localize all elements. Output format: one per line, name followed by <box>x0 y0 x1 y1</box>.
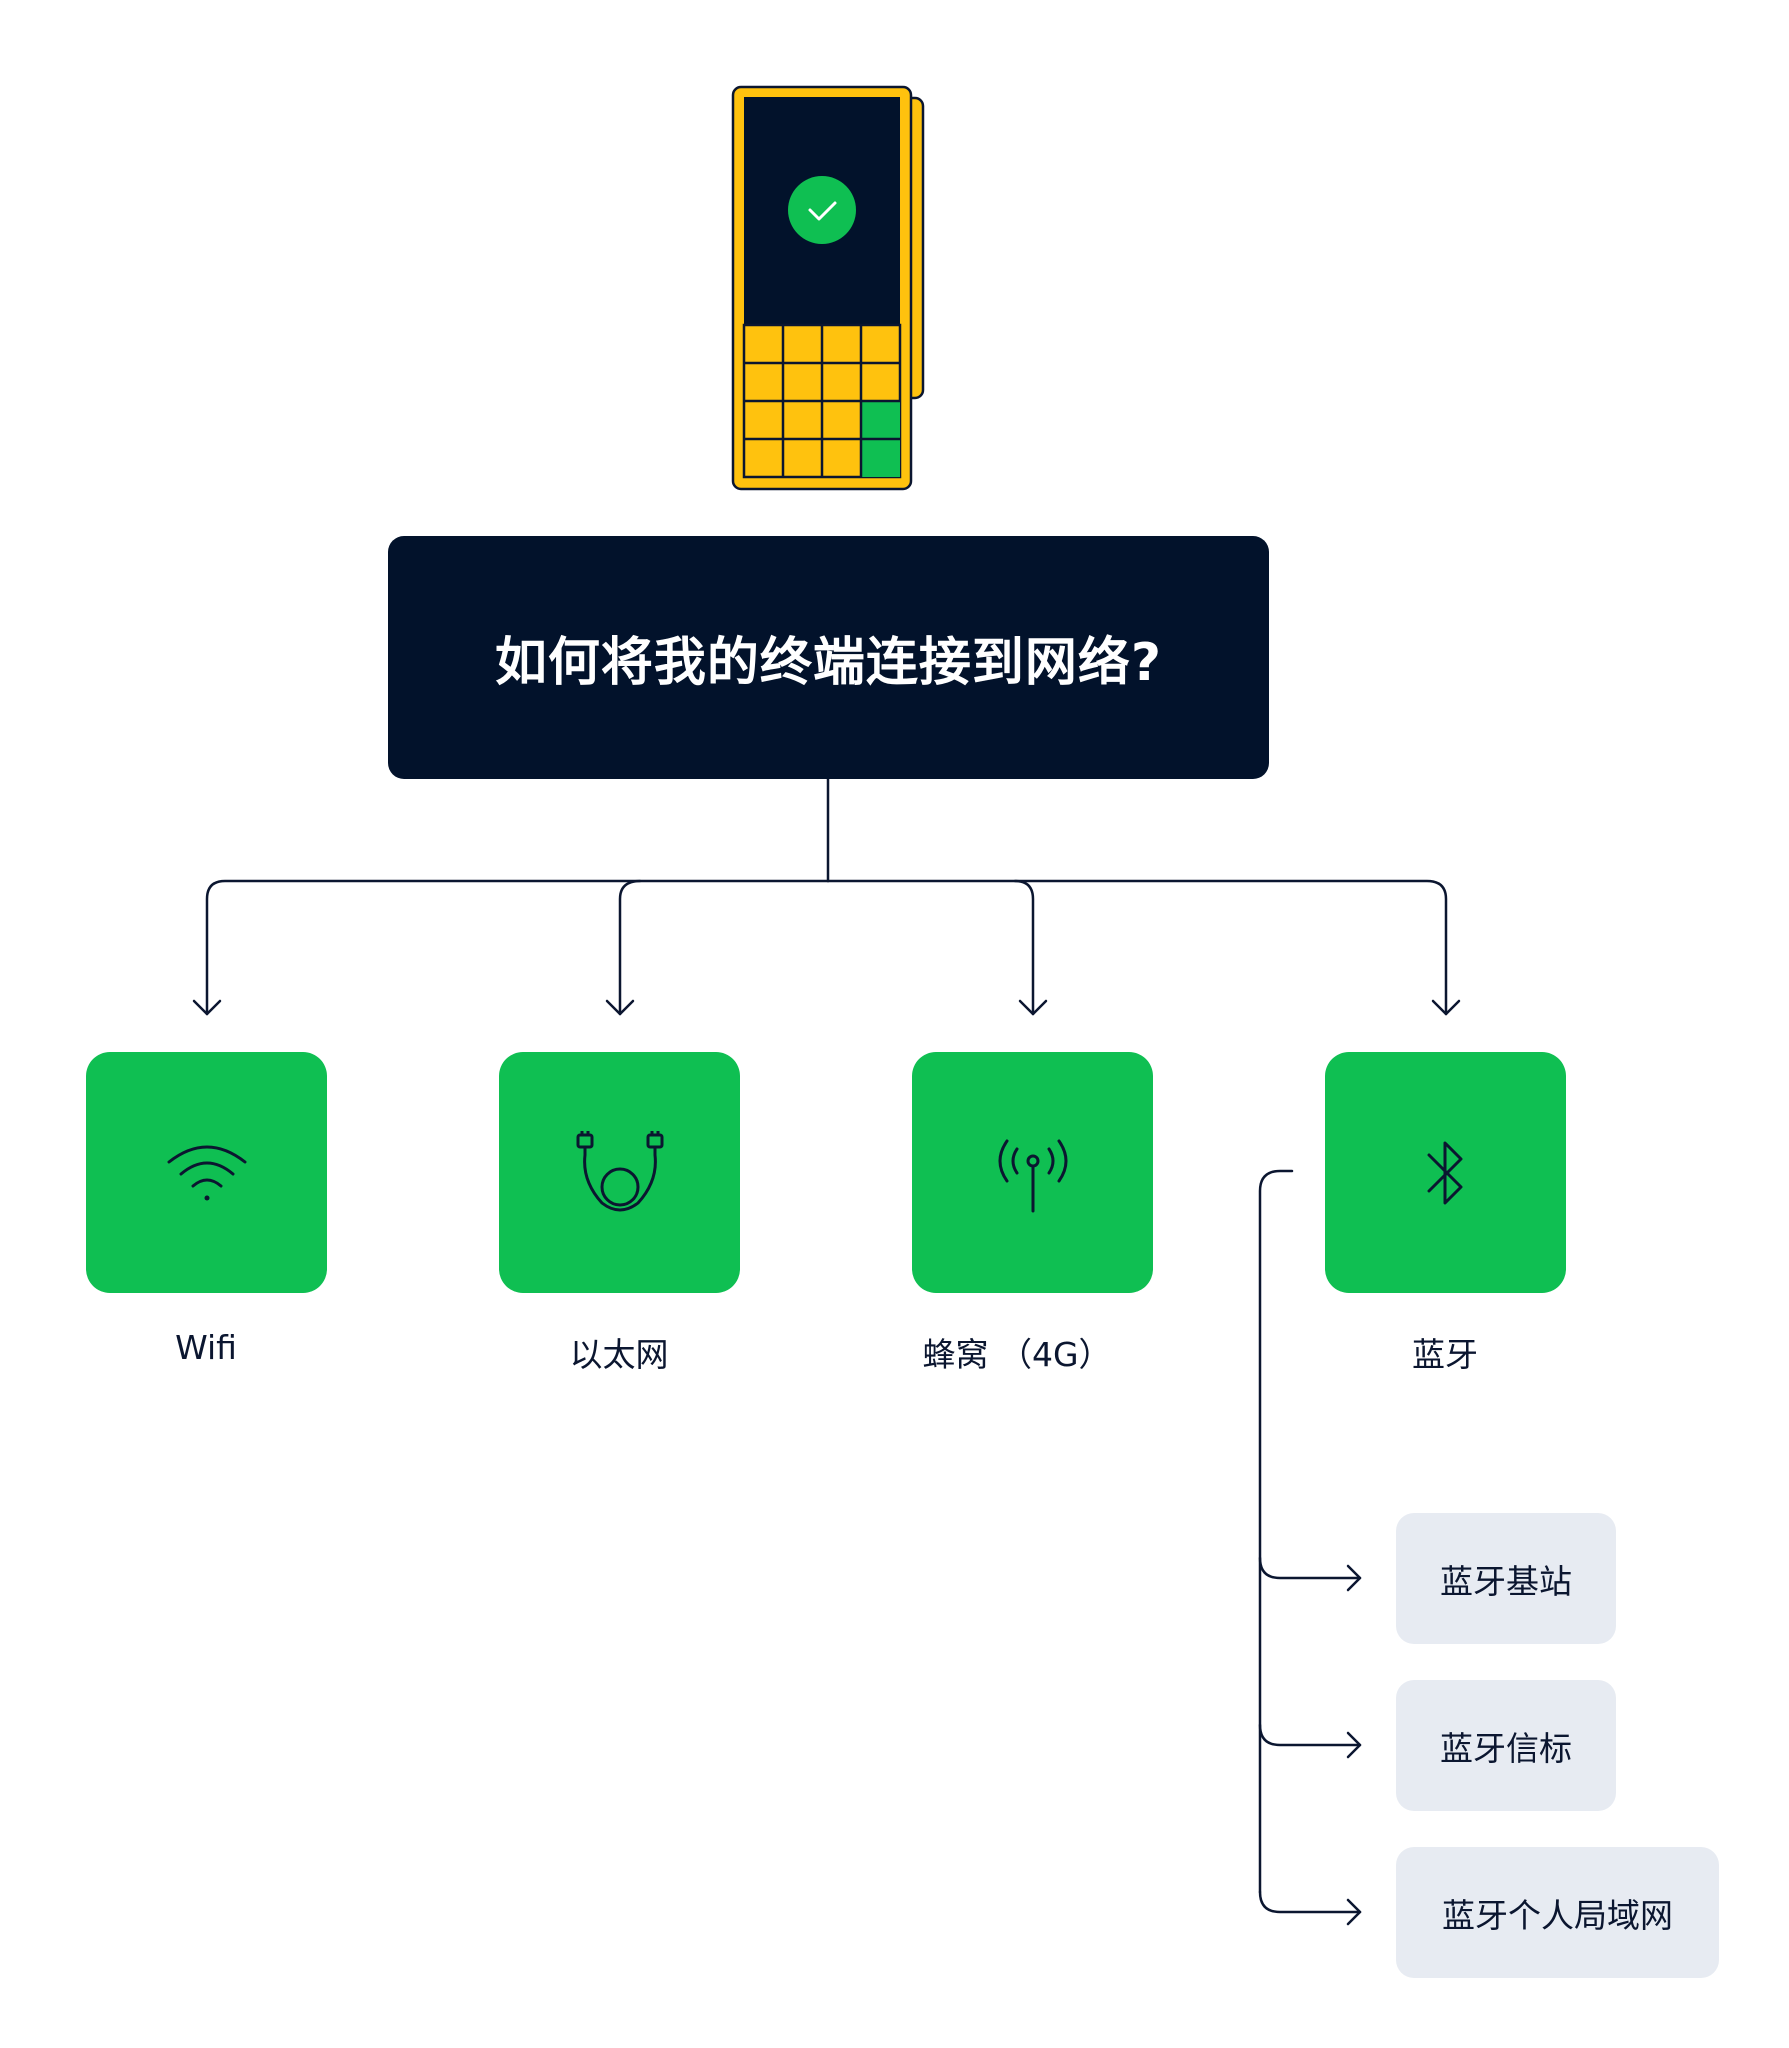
option-label-bluetooth: 蓝牙 <box>1412 1335 1478 1374</box>
wifi-icon <box>167 1145 246 1200</box>
sub-branch-pan <box>1258 1890 1362 1914</box>
sub-branch-beacon <box>1258 1723 1362 1747</box>
sub-branch-base <box>1258 1556 1362 1580</box>
bluetooth-icon <box>1427 1141 1462 1204</box>
bluetooth-mode-base-station: 蓝牙基站 <box>1396 1513 1616 1644</box>
option-label-cellular: 蜂窝 （4G） <box>922 1335 1112 1374</box>
branch-line-bluetooth <box>826 879 1448 1016</box>
cell-antenna-icon <box>998 1139 1067 1212</box>
success-check-icon <box>788 176 856 244</box>
arrowhead-ethernet <box>605 999 635 1016</box>
bluetooth-mode-pan: 蓝牙个人局域网 <box>1396 1847 1719 1978</box>
bluetooth-mode-beacon: 蓝牙信标 <box>1396 1680 1616 1811</box>
option-tile-wifi <box>86 1052 327 1293</box>
branch-line-ethernet <box>618 879 642 1016</box>
branch-line-wifi <box>205 879 830 1016</box>
bluetooth-sub-spine <box>1258 1169 1294 1894</box>
arrowhead-bluetooth <box>1431 999 1461 1016</box>
branch-line-cellular <box>1013 879 1035 1016</box>
option-label-ethernet: 以太网 <box>569 1335 669 1374</box>
option-tile-cellular <box>912 1052 1153 1293</box>
option-label-wifi: Wifi <box>175 1328 237 1367</box>
diagram-title: 如何将我的终端连接到网络? <box>494 633 1163 693</box>
arrowhead-cellular <box>1018 999 1048 1016</box>
payment-terminal-illustration <box>731 85 925 491</box>
sub-arrow-beacon <box>1346 1731 1362 1759</box>
arrowhead-wifi <box>192 999 222 1016</box>
option-tile-bluetooth <box>1325 1052 1566 1293</box>
sub-arrow-pan <box>1346 1898 1362 1926</box>
ethernet-cable-icon <box>576 1130 663 1211</box>
option-tile-ethernet <box>499 1052 740 1293</box>
sub-arrow-base <box>1346 1564 1362 1592</box>
title-box: 如何将我的终端连接到网络? <box>388 536 1269 779</box>
